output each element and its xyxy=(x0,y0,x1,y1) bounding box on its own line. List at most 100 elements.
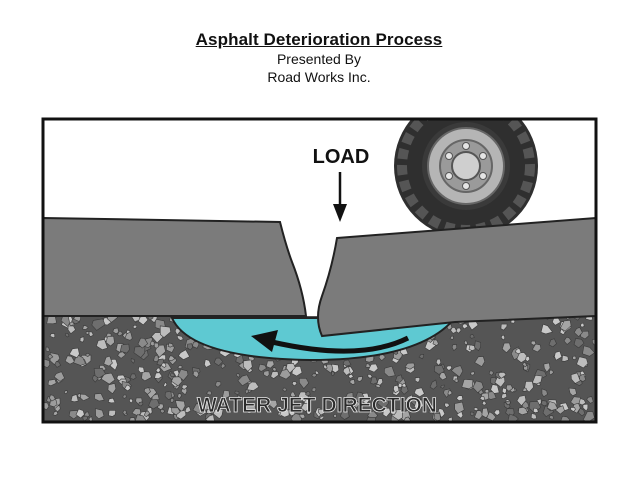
gravel-stone xyxy=(333,413,338,419)
gravel-stone xyxy=(342,366,351,376)
gravel-stone xyxy=(75,408,85,419)
gravel-stone xyxy=(212,408,224,420)
gravel-stone xyxy=(181,384,189,390)
gravel-stone xyxy=(177,349,191,360)
gravel-stone xyxy=(300,403,311,412)
gravel-stone xyxy=(342,359,352,367)
gravel-stone xyxy=(176,335,184,341)
gravel-stone xyxy=(450,365,464,378)
gravel-stone xyxy=(160,408,165,414)
gravel-stone xyxy=(285,362,296,374)
gravel-stone xyxy=(370,376,379,385)
gravel-stone xyxy=(141,371,152,382)
gravel-stone xyxy=(186,343,194,351)
gravel-stone xyxy=(107,382,117,395)
gravel-stone xyxy=(339,409,350,420)
gravel-stone xyxy=(573,338,585,349)
gravel-stone xyxy=(132,324,138,330)
gravel-stone xyxy=(582,345,596,357)
gravel-stone xyxy=(137,366,145,374)
gravel-stone xyxy=(561,354,569,362)
gravel-stone xyxy=(143,410,151,418)
curved-arrow-icon xyxy=(251,330,410,354)
gravel-stone xyxy=(383,365,396,378)
gravel-stone xyxy=(461,323,469,330)
gravel-stone xyxy=(401,382,407,388)
gravel-stone xyxy=(79,336,85,343)
gravel-stone xyxy=(472,380,484,394)
gravel-stone xyxy=(546,401,559,411)
gravel-stone xyxy=(470,411,475,417)
gravel-stone xyxy=(149,340,156,347)
gravel-stone xyxy=(133,346,146,359)
gravel-stone xyxy=(64,390,68,395)
gravel-stone xyxy=(368,363,379,373)
gravel-stone xyxy=(184,406,192,414)
gravel-stone xyxy=(435,358,442,366)
gravel-stone xyxy=(468,344,476,351)
gravel-stone xyxy=(108,409,117,417)
gravel-stone xyxy=(541,388,548,398)
gravel-stone xyxy=(169,397,175,404)
gravel-stone xyxy=(47,354,54,360)
gravel-stone xyxy=(91,318,106,331)
gravel-stone xyxy=(531,374,543,385)
gravel-stone xyxy=(470,371,475,376)
gravel-stone xyxy=(311,387,317,393)
gravel-stone xyxy=(563,336,572,345)
gravel-stone xyxy=(378,354,386,362)
gravel-stone xyxy=(540,400,548,407)
gravel-stone xyxy=(95,408,105,420)
gravel-base-layer xyxy=(43,310,596,422)
gravel-stone xyxy=(323,364,328,370)
load-label: LOAD xyxy=(313,146,370,168)
gravel-stone xyxy=(582,403,589,412)
gravel-stone xyxy=(160,362,167,368)
gravel-stone xyxy=(413,399,424,410)
gravel-stone xyxy=(180,387,188,396)
gravel-stone xyxy=(580,322,585,328)
gravel-stone xyxy=(439,384,445,389)
gravel-stone xyxy=(455,327,462,334)
gravel-stone xyxy=(481,407,490,419)
gravel-stone xyxy=(540,323,554,335)
gravel-stone xyxy=(291,381,298,387)
gravel-stone xyxy=(570,406,576,412)
gravel-stone xyxy=(148,399,160,410)
gravel-stone xyxy=(137,337,149,349)
gravel-stone xyxy=(449,335,454,340)
gravel-stone xyxy=(237,374,251,387)
gravel-stone xyxy=(265,360,275,369)
gravel-stone xyxy=(315,370,320,375)
gravel-stone xyxy=(245,389,249,395)
gravel-stone xyxy=(85,331,90,335)
gravel-stone xyxy=(554,350,563,361)
gravel-stone xyxy=(530,340,537,346)
gravel-stone xyxy=(500,323,508,331)
gravel-stone xyxy=(205,408,213,415)
asphalt-slab-right xyxy=(317,216,596,338)
gravel-stone xyxy=(280,396,286,402)
gravel-stone xyxy=(498,371,507,379)
gravel-stone xyxy=(474,356,486,368)
gravel-stone xyxy=(177,365,183,370)
gravel-stone xyxy=(122,394,127,399)
gravel-stone xyxy=(548,338,557,348)
gravel-stone xyxy=(469,334,475,339)
gravel-stone xyxy=(107,397,116,404)
gravel-stone xyxy=(304,391,311,397)
gravel-stone xyxy=(549,415,555,420)
gravel-stone xyxy=(124,384,131,392)
gravel-stone xyxy=(404,362,416,370)
gravel-stone xyxy=(354,391,366,404)
gravel-stone xyxy=(579,373,587,382)
gravel-stone xyxy=(119,343,130,354)
gravel-stone xyxy=(192,403,207,415)
gravel-stone xyxy=(70,394,79,403)
gravel-stone xyxy=(220,363,226,369)
gravel-stone xyxy=(445,365,453,372)
gravel-stone xyxy=(444,402,450,409)
gravel-stone xyxy=(400,385,409,395)
gravel-stone xyxy=(348,373,354,379)
gravel-stone xyxy=(258,363,267,372)
